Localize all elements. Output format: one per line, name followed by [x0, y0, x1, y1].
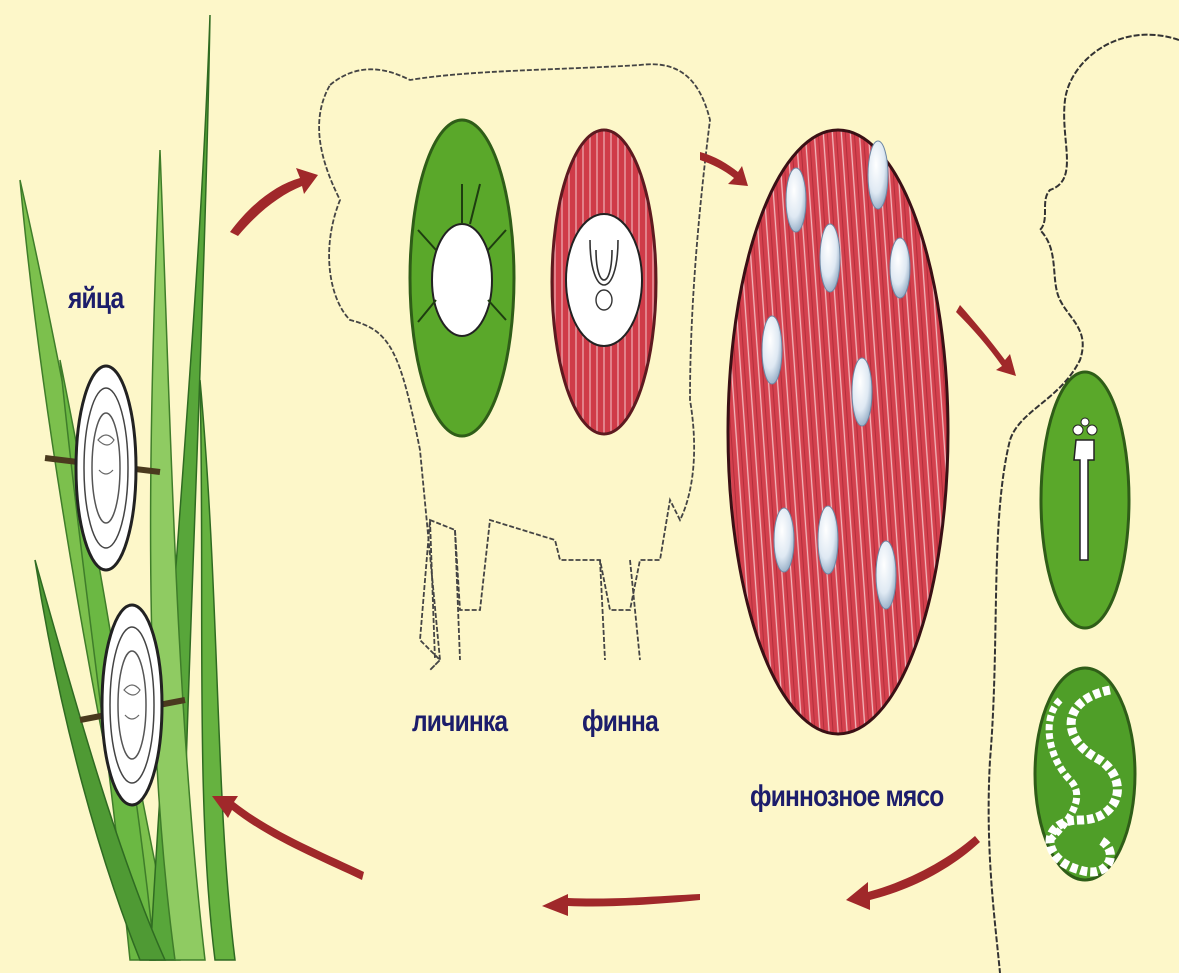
label-finna: финна: [582, 705, 658, 739]
arrow-human-to-ground: [846, 836, 980, 910]
arrow-grass-to-cow: [230, 168, 318, 236]
adult-worm-circle: [1035, 668, 1135, 880]
finnous-meat-circle: [728, 130, 948, 734]
arrow-cow-to-meat: [700, 152, 748, 186]
finna-circle: [552, 130, 656, 434]
arrow-ground-middle: [542, 894, 700, 916]
arrow-meat-to-human: [956, 305, 1016, 376]
label-eggs: яйца: [68, 282, 123, 316]
cow-outline: [319, 64, 710, 670]
label-finnous-meat: финнозное мясо: [750, 780, 943, 814]
arrow-ground-to-grass: [212, 796, 364, 880]
larva-circle: [410, 120, 514, 436]
scolex-circle: [1041, 372, 1129, 628]
label-larva: личинка: [412, 705, 507, 739]
